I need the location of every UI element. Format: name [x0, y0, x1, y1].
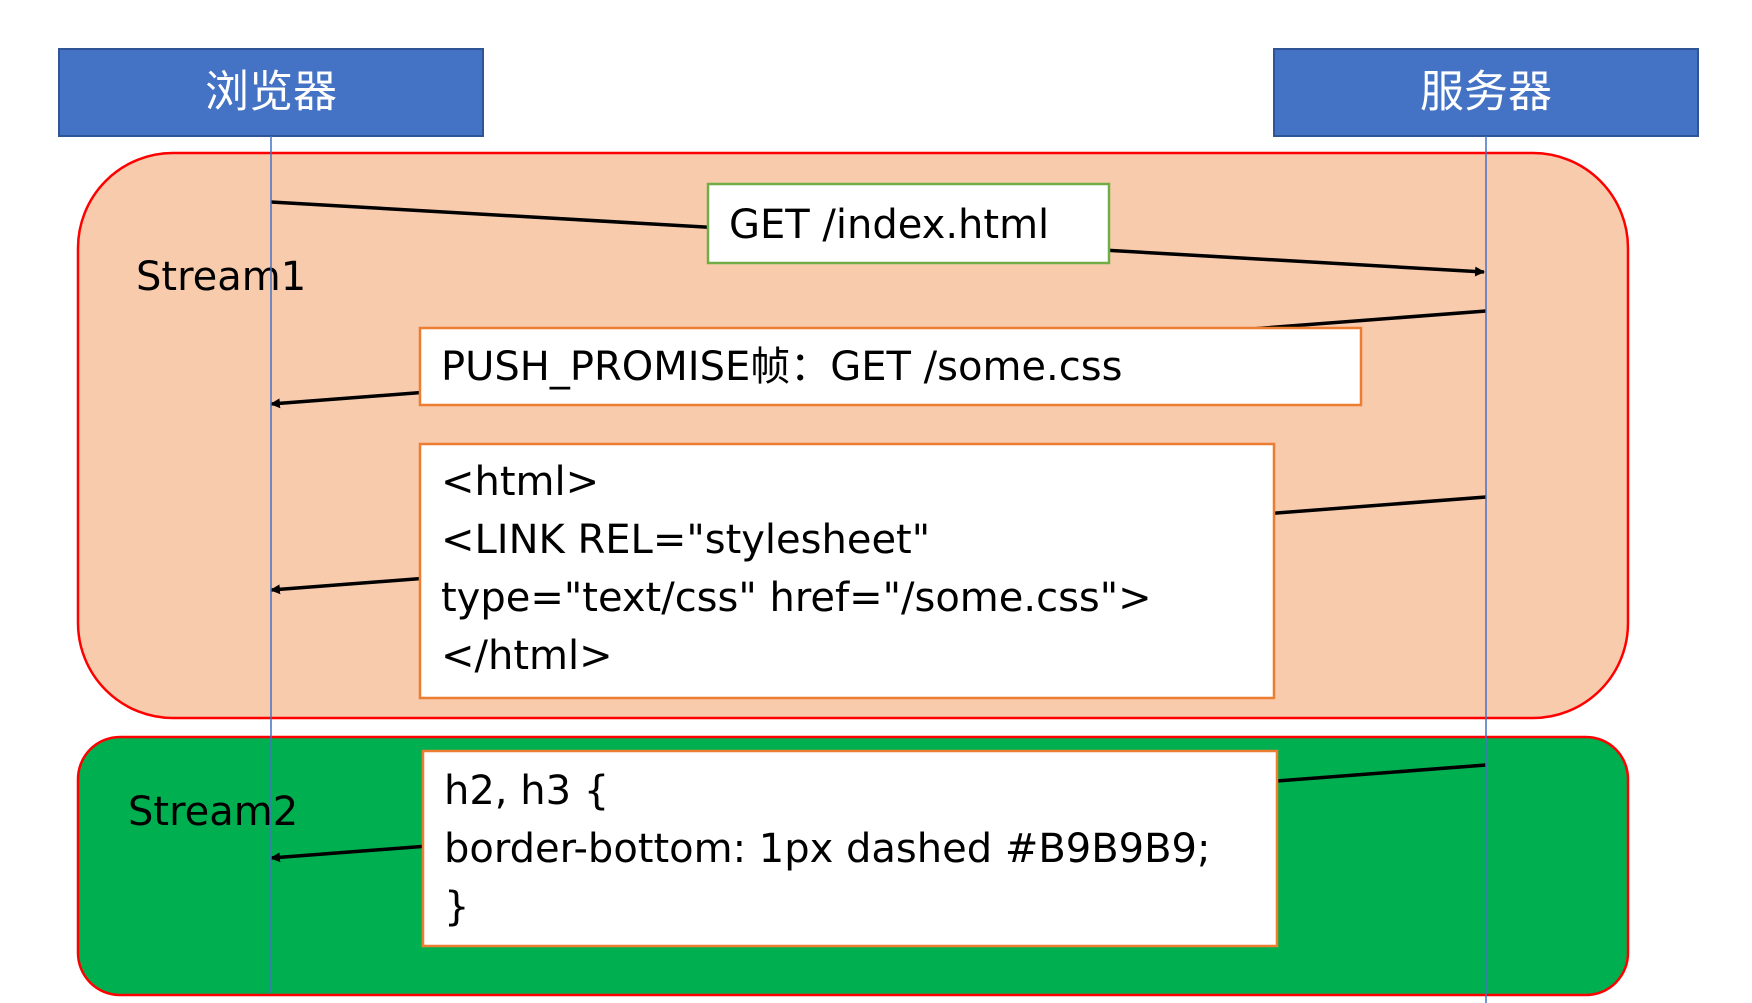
css-line-3: }: [444, 884, 469, 930]
get-index-text: GET /index.html: [729, 202, 1049, 248]
html-line-1: <html>: [441, 459, 599, 505]
html-response-box: [418, 442, 1276, 700]
html-line-3: type="text/css" href="/some.css">: [441, 575, 1152, 621]
html-line-2: <LINK REL="stylesheet": [441, 517, 930, 563]
css-line-2: border-bottom: 1px dashed #B9B9B9;: [444, 826, 1210, 872]
push-promise-text: PUSH_PROMISE帧：GET /some.css: [441, 344, 1122, 390]
server-actor-label: 服务器: [1420, 67, 1552, 118]
stream1-label: Stream1: [136, 254, 306, 300]
browser-actor-label: 浏览器: [205, 67, 337, 118]
server-actor-box: [1273, 48, 1699, 137]
css-push-box: [421, 749, 1279, 948]
stream2-label: Stream2: [128, 789, 298, 835]
css-line-1: h2, h3 {: [444, 768, 609, 814]
push-promise-box: [418, 326, 1363, 407]
get-index-box: [706, 182, 1111, 265]
html-line-4: </html>: [441, 633, 613, 679]
